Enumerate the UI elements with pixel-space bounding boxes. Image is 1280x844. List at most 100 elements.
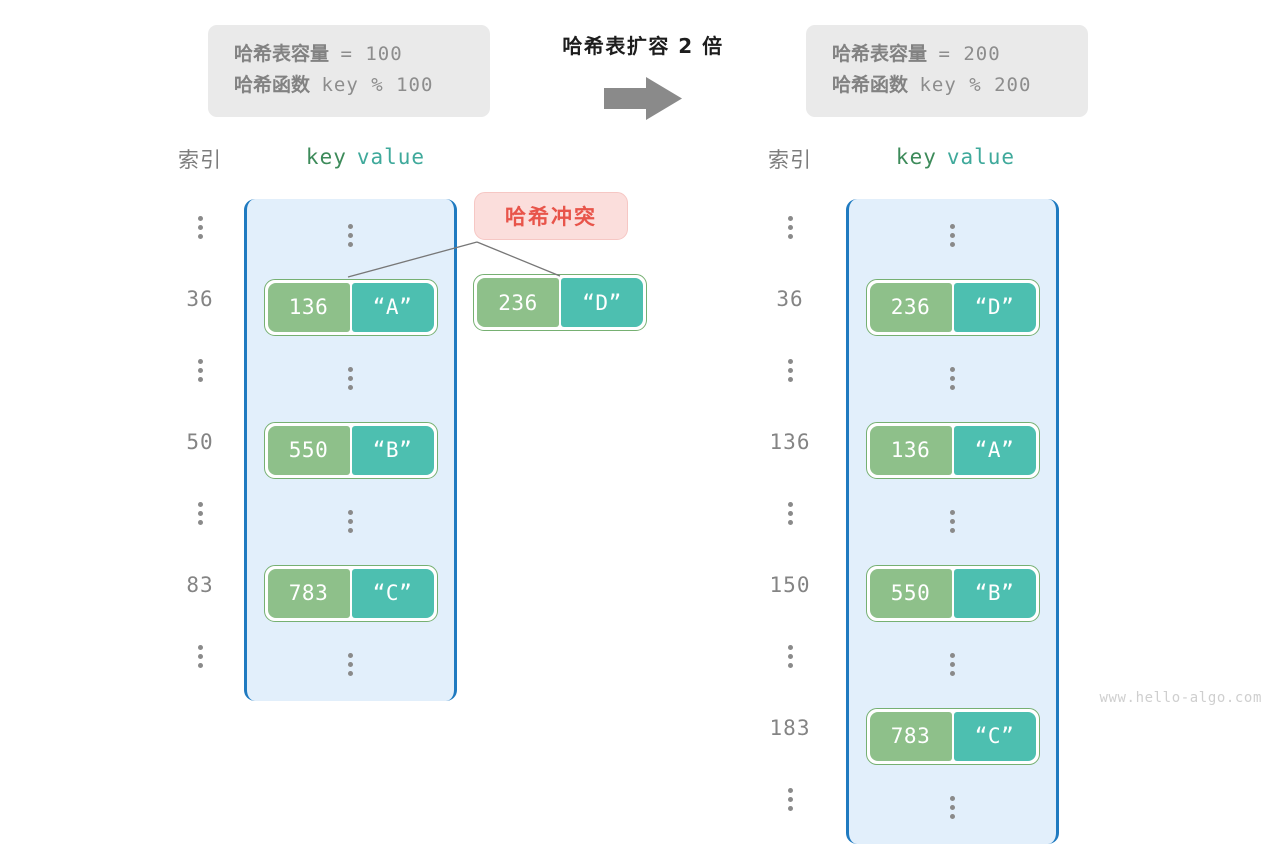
collision-entry: 236 “D” [473,274,647,331]
bucket-cell-empty [247,629,454,701]
entry-box: 783“C” [865,707,1040,765]
bucket-cell: 783“C” [247,558,454,630]
entry-key: 783 [869,711,952,761]
index-cell: 83 [186,573,214,598]
index-cell [150,192,250,264]
entry-key: 783 [267,568,350,618]
vertical-ellipsis-icon [950,224,955,248]
function-line-after: 哈希函数 key % 200 [832,70,1062,101]
index-cell: 36 [776,287,804,312]
bucket-cell: 136“A” [247,272,454,344]
key-value-header: key value [848,145,1063,169]
bucket-cell: 136“A” [849,415,1056,487]
entry-value: “C” [953,711,1036,761]
function-value: key % 200 [919,73,1032,96]
vertical-ellipsis-icon [348,510,353,534]
entry-value: “B” [351,425,434,475]
index-cell [150,335,250,407]
index-cell [740,335,840,407]
index-cell: 50 [186,430,214,455]
bucket-cell: 236“D” [849,272,1056,344]
index-cell [150,621,250,693]
vertical-ellipsis-icon [197,359,203,383]
vertical-ellipsis-icon [787,645,793,669]
bucket-cell: 550“B” [247,415,454,487]
entry-box: 783“C” [263,564,438,622]
vertical-ellipsis-icon [787,788,793,812]
function-value: key % 100 [321,73,434,96]
index-cell [740,764,840,836]
entry-value: “D” [953,282,1036,332]
value-header: value [946,145,1016,169]
arrow-right-icon [604,77,682,120]
function-line-before: 哈希函数 key % 100 [234,70,464,101]
vertical-ellipsis-icon [197,502,203,526]
entry-key: 136 [267,282,350,332]
index-cell [740,621,840,693]
entry-value: “B” [953,568,1036,618]
index-cell [740,478,840,550]
bucket-cell-empty [849,486,1056,558]
bucket-cell-empty [849,629,1056,701]
entry-box: 136“A” [865,421,1040,479]
hash-config-box-before: 哈希表容量 = 100 哈希函数 key % 100 [208,25,490,117]
entry-box: 550“B” [263,421,438,479]
entry-value: “C” [351,568,434,618]
vertical-ellipsis-icon [348,224,353,248]
entry-key: 550 [267,425,350,475]
vertical-ellipsis-icon [348,367,353,391]
index-header: 索引 [178,148,222,172]
vertical-ellipsis-icon [950,367,955,391]
collision-badge: 哈希冲突 [474,192,628,240]
capacity-value: = 100 [340,43,403,65]
watermark: www.hello-algo.com [1099,690,1262,706]
vertical-ellipsis-icon [950,653,955,677]
vertical-ellipsis-icon [950,796,955,820]
bucket-cell-empty [849,772,1056,844]
index-cell [740,192,840,264]
key-value-header: key value [258,145,473,169]
vertical-ellipsis-icon [787,359,793,383]
entry-box: 136“A” [263,278,438,336]
capacity-line-before: 哈希表容量 = 100 [234,39,464,70]
index-cell: 36 [186,287,214,312]
bucket-cell-empty [849,343,1056,415]
index-cell: 183 [769,716,811,741]
bucket-cell-empty [849,200,1056,272]
index-cell: 136 [769,430,811,455]
entry-value: “D” [561,278,643,327]
key-header: key [305,145,347,169]
function-label: 哈希函数 [832,73,909,96]
vertical-ellipsis-icon [197,216,203,240]
entry-value: “A” [351,282,434,332]
vertical-ellipsis-icon [787,502,793,526]
entry-key: 136 [869,425,952,475]
function-label: 哈希函数 [234,73,311,96]
index-column-before: 36 50 83 [150,192,250,693]
entry-key: 236 [869,282,952,332]
entry-box: 236 “D” [473,274,647,331]
key-header: key [895,145,937,169]
bucket-cell: 550“B” [849,558,1056,630]
capacity-line-after: 哈希表容量 = 200 [832,39,1062,70]
vertical-ellipsis-icon [348,653,353,677]
entry-box: 236“D” [865,278,1040,336]
capacity-label: 哈希表容量 [832,43,928,65]
index-header: 索引 [768,148,812,172]
entry-key: 550 [869,568,952,618]
entry-value: “A” [953,425,1036,475]
bucket-cell-empty [247,486,454,558]
capacity-value: = 200 [938,43,1001,65]
bucket-panel-before: 136“A” 550“B” 783“C” [244,199,457,701]
vertical-ellipsis-icon [787,216,793,240]
transform-caption: 哈希表扩容 2 倍 [562,34,724,58]
bucket-cell-empty [247,343,454,415]
bucket-cell-empty [247,200,454,272]
vertical-ellipsis-icon [950,510,955,534]
entry-box: 550“B” [865,564,1040,622]
bucket-cell: 783“C” [849,701,1056,773]
bucket-panel-after: 236“D” 136“A” 550“B” 783“C” [846,199,1059,844]
value-header: value [356,145,426,169]
vertical-ellipsis-icon [197,645,203,669]
